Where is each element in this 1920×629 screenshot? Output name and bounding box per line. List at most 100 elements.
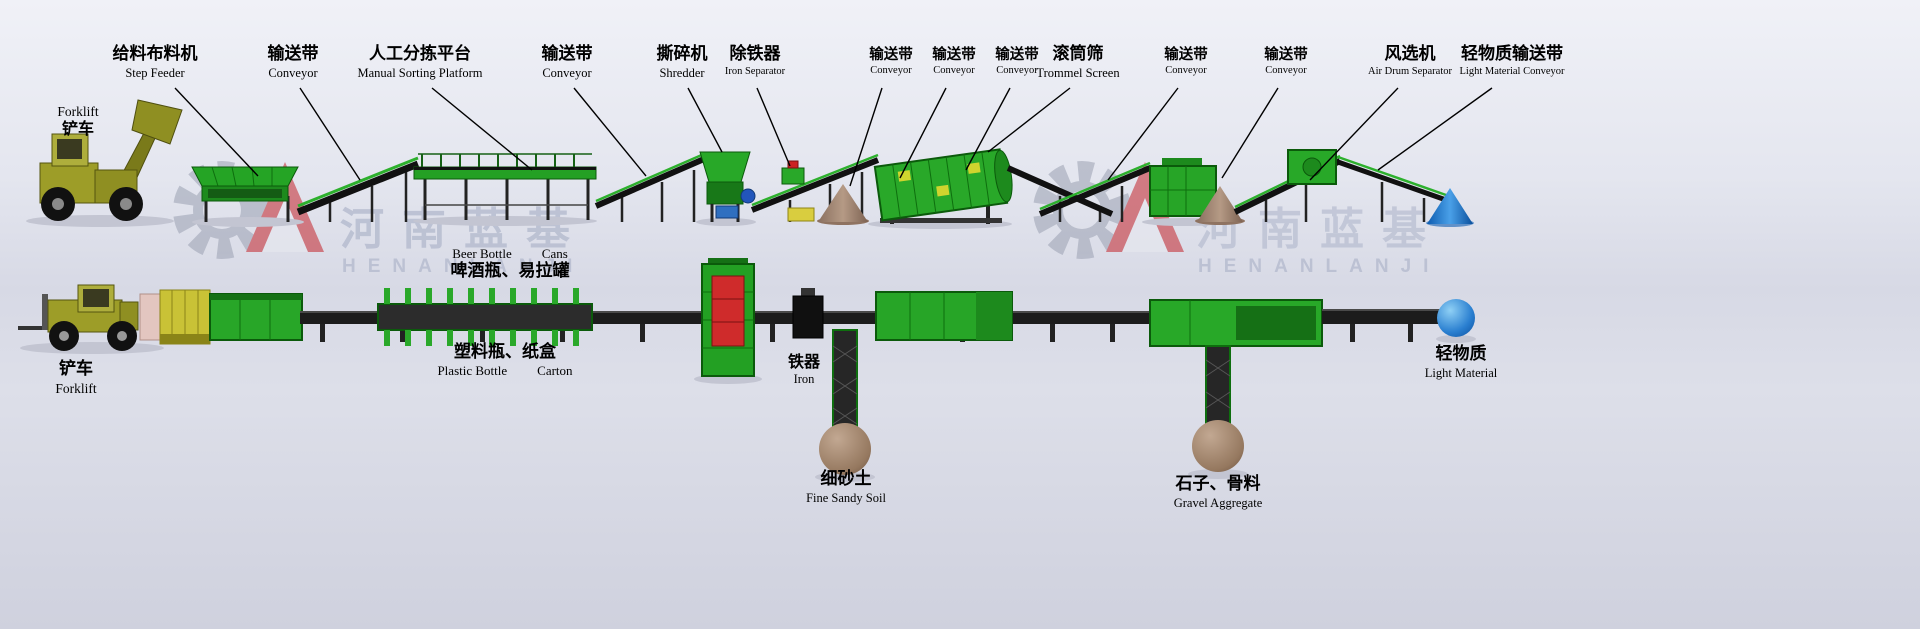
sorting-divider-section-graphic: [377, 288, 593, 346]
label-fine-sandy-soil-en: Fine Sandy Soil: [806, 490, 886, 505]
watermark-en-right: HENANLANJI: [1198, 256, 1440, 277]
discharge-conveyor-a-graphic: [815, 329, 875, 482]
label-plastic-carton-en: Plastic Bottle Carton: [437, 363, 572, 379]
label-conveyor-6: 输送带 Conveyor: [1164, 47, 1208, 77]
label-gravel-aggregate-en: Gravel Aggregate: [1173, 495, 1263, 510]
label-manual-sorting-zh: 人工分拣平台: [369, 44, 471, 64]
label-trommel-screen: 滚筒筛 Trommel Screen: [1036, 44, 1120, 81]
label-step-feeder: 给料布料机 Step Feeder: [113, 44, 198, 81]
incline-conveyor-1-graphic: [296, 156, 420, 222]
label-forklift-top: Forklift 铲车: [57, 103, 98, 139]
label-conveyor-2-en: Conveyor: [542, 65, 592, 80]
incline-conveyor-2-graphic: [594, 152, 706, 222]
label-conveyor-5: 输送带 Conveyor: [995, 47, 1039, 77]
label-conveyor-1-en: Conveyor: [268, 65, 318, 80]
label-air-drum-separator: 风选机 Air Drum Separator: [1368, 44, 1452, 78]
label-manual-sorting-platform: 人工分拣平台 Manual Sorting Platform: [357, 44, 483, 81]
leader-line: [573, 87, 647, 177]
label-light-material-en: Light Material: [1424, 365, 1498, 380]
trommel-screen-graphic: [868, 148, 1013, 229]
label-conveyor-3-zh: 输送带: [869, 47, 913, 63]
leader-lines: [174, 87, 1493, 187]
label-plastic-carton-zh: 塑料瓶、纸盒: [454, 342, 556, 362]
label-shredder: 撕碎机 Shredder: [656, 44, 708, 81]
label-plastic-bottle-en: Plastic Bottle: [437, 362, 508, 378]
leader-line: [1221, 87, 1279, 179]
discharge-conveyor-b-graphic: [1188, 345, 1248, 479]
light-material-conveyor-graphic: [1337, 155, 1447, 222]
label-iron-separator-zh: 除铁器: [729, 44, 781, 64]
label-conveyor-4-en: Conveyor: [933, 64, 975, 76]
label-iron-separator: 除铁器 Iron Separator: [724, 44, 786, 78]
label-manual-sorting-en: Manual Sorting Platform: [357, 65, 483, 80]
label-air-separator-zh: 风选机: [1384, 44, 1436, 64]
label-carton-en: Carton: [537, 362, 573, 378]
label-fine-sandy-soil: 细砂土 Fine Sandy Soil: [806, 469, 886, 506]
label-conveyor-5-zh: 输送带: [995, 47, 1039, 63]
bottom-green-machine-right-graphic: [1149, 299, 1323, 347]
leader-line: [174, 87, 259, 177]
label-trommel-screen-zh: 滚筒筛: [1052, 44, 1104, 64]
label-air-separator-en: Air Drum Separator: [1368, 65, 1452, 77]
label-shredder-en: Shredder: [659, 65, 705, 80]
label-iron-output: 铁器 Iron: [787, 352, 821, 387]
label-iron-separator-en: Iron Separator: [724, 65, 786, 77]
leader-line: [1377, 87, 1493, 171]
leader-line: [987, 87, 1071, 153]
leader-line: [1107, 87, 1179, 181]
label-conveyor-2-zh: 输送带: [541, 44, 593, 64]
air-separator-graphic: [1233, 149, 1342, 222]
label-conveyor-3-en: Conveyor: [870, 64, 912, 76]
label-plastic-bottle-carton: 塑料瓶、纸盒 Plastic Bottle Carton: [437, 342, 572, 379]
label-beer-cans-en: Beer Bottle Cans: [451, 246, 570, 262]
bottom-hopper-machine-graphic: [159, 289, 211, 345]
label-conveyor-7-zh: 输送带: [1264, 47, 1308, 63]
label-fine-sandy-soil-zh: 细砂土: [820, 469, 872, 489]
tail-conveyor-graphic: [1322, 309, 1440, 324]
label-light-material-zh: 轻物质: [1435, 344, 1487, 364]
leader-line: [849, 87, 883, 187]
collection-bin-graphic: [787, 207, 815, 222]
label-gravel-aggregate-zh: 石子、骨料: [1175, 474, 1261, 494]
label-conveyor-7-en: Conveyor: [1265, 64, 1307, 76]
label-iron-en: Iron: [793, 372, 815, 387]
iron-magnet-box-graphic: [792, 288, 824, 339]
label-beer-bottle-cans: Beer Bottle Cans 啤酒瓶、易拉罐: [451, 246, 570, 282]
label-light-material-conveyor: 轻物质输送带 Light Material Conveyor: [1459, 44, 1565, 78]
iron-separator-unit-graphic: [781, 160, 805, 185]
watermark-zh-left: 河南蓝基: [340, 204, 588, 255]
leader-line: [431, 87, 533, 171]
soil-cone-2-graphic: [1195, 186, 1245, 225]
label-cans-en: Cans: [541, 246, 568, 261]
label-conveyor-6-en: Conveyor: [1165, 64, 1207, 76]
step-feeder-graphic: [191, 166, 304, 227]
light-material-ball-graphic: [1436, 299, 1476, 343]
label-forklift-bottom-en: Forklift: [55, 380, 97, 396]
leader-line: [899, 87, 947, 179]
label-iron-zh: 铁器: [787, 352, 821, 371]
leader-line: [1309, 87, 1399, 181]
label-light-material-conveyor-en: Light Material Conveyor: [1459, 65, 1565, 77]
label-conveyor-1: 输送带 Conveyor: [268, 44, 319, 81]
leader-line: [687, 87, 723, 153]
elevator-machine-graphic: [694, 258, 762, 384]
label-conveyor-3: 输送带 Conveyor: [869, 47, 913, 77]
soil-cone-1-graphic: [817, 184, 869, 225]
watermark-en-left: HENANLANJI: [342, 256, 584, 277]
label-light-material-output: 轻物质 Light Material: [1424, 344, 1498, 381]
trommel-exit-conveyors-graphic: [1006, 161, 1152, 222]
label-conveyor-4-zh: 输送带: [932, 47, 976, 63]
label-forklift-bottom: 铲车 Forklift: [55, 359, 97, 397]
label-light-material-conveyor-zh: 轻物质输送带: [1460, 44, 1563, 64]
label-conveyor-7: 输送带 Conveyor: [1264, 47, 1308, 77]
bottom-green-box-left-graphic: [209, 293, 303, 341]
watermark-logo-right: [1033, 161, 1184, 259]
leader-line: [299, 87, 361, 181]
label-conveyor-6-zh: 输送带: [1164, 47, 1208, 63]
label-forklift-top-en: Forklift: [57, 104, 99, 119]
label-shredder-zh: 撕碎机: [656, 44, 708, 64]
label-conveyor-4: 输送带 Conveyor: [932, 47, 976, 77]
label-trommel-screen-en: Trommel Screen: [1036, 65, 1120, 80]
